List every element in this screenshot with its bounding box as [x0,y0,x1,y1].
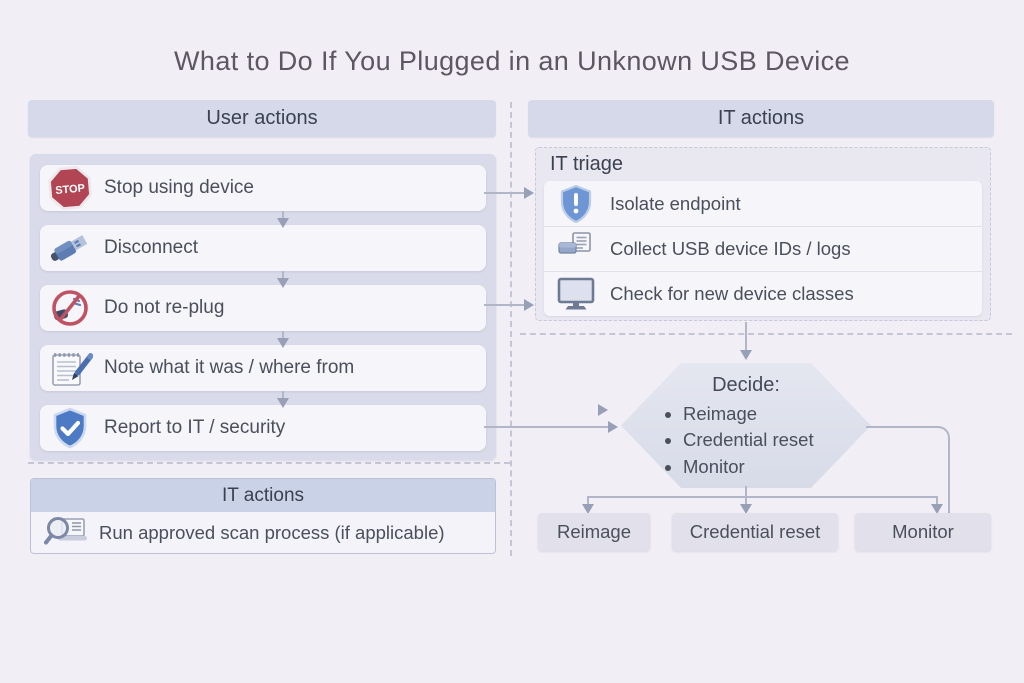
step-do-not-replug: Do not re-plug [40,285,486,331]
decision-branch-line [587,496,937,498]
usb-plug-icon [46,225,94,271]
step-label: Report to IT / security [104,417,286,438]
step-stop-using-device: STOP Stop using device [40,165,486,211]
no-replug-icon [46,285,94,331]
it-triage-panel: IT triage Isolate endpoint [535,147,991,321]
flow-arrow-line [282,331,284,339]
magnifier-document-icon [43,513,89,553]
step-disconnect: Disconnect [40,225,486,271]
connector-replug-to-triage [484,304,526,306]
triage-collect-logs: Collect USB device IDs / logs [544,226,982,271]
connector-decision-to-monitor [866,426,950,514]
decision-option: Credential reset [683,427,871,453]
user-area-divider [28,462,510,464]
arrow-down-icon [277,398,289,408]
printer-icon [554,229,598,269]
page-title: What to Do If You Plugged in an Unknown … [174,46,850,76]
branch-line-monitor [936,496,938,505]
triage-label: Isolate endpoint [610,192,741,214]
monitor-icon [554,274,598,314]
triage-check-device-classes: Check for new device classes [544,271,982,316]
triage-label: Collect USB device IDs / logs [610,238,851,259]
left-it-actions-header-label: IT actions [221,484,305,506]
shield-check-icon [46,405,94,451]
outcome-label: Monitor [892,521,954,542]
triage-label: Check for new device classes [610,283,854,304]
user-actions-header: User actions [28,100,496,137]
connector-report-to-decision [484,426,610,428]
arrow-down-icon [582,504,594,514]
triage-isolate-endpoint: Isolate endpoint [544,181,982,226]
arrow-down-icon [740,504,752,514]
arrow-right-icon [524,187,534,199]
arrow-down-icon [740,350,752,360]
outcome-monitor: Monitor [855,513,991,551]
left-it-actions-box: IT actions Run approved scan process (if… [30,478,496,554]
shield-exclamation-icon [554,184,598,224]
step-run-approved-scan: Run approved scan process (if applicable… [31,512,495,553]
it-triage-rows: Isolate endpoint Collect USB device IDs … [544,181,982,316]
decision-hexagon: Decide: Reimage Credential reset Monitor [621,363,871,488]
flow-arrow-line [282,211,284,219]
it-actions-header: IT actions [528,100,994,137]
step-label: Disconnect [104,237,198,258]
user-actions-header-label: User actions [206,107,318,129]
it-area-divider [520,333,1012,335]
arrow-down-icon [277,338,289,348]
outcome-reimage: Reimage [538,513,650,551]
step-label: Stop using device [104,177,254,198]
flow-arrow-line [282,271,284,279]
arrow-right-icon [608,421,618,433]
it-triage-header: IT triage [550,153,623,175]
branch-line-credreset [745,496,747,505]
arrow-right-icon [598,404,608,416]
step-report-to-it: Report to IT / security [40,405,486,451]
decision-option: Reimage [683,401,871,427]
step-label: Run approved scan process (if applicable… [99,522,445,543]
decision-option: Monitor [683,454,871,480]
outcome-credential-reset: Credential reset [672,513,838,551]
decision-options: Reimage Credential reset Monitor [683,401,871,480]
outcome-label: Credential reset [689,521,821,542]
left-it-actions-header: IT actions [31,479,495,512]
user-actions-panel: STOP Stop using device Disconnect [30,154,496,460]
step-label: Do not re-plug [104,297,225,318]
arrow-right-icon [524,299,534,311]
decision-branch-stub [745,486,747,497]
flow-arrow-line [282,391,284,399]
connector-triage-to-decision [745,322,747,352]
branch-line-reimage [587,496,589,505]
step-label: Note what it was / where from [104,357,355,378]
arrow-down-icon [931,504,943,514]
arrow-down-icon [277,218,289,228]
column-divider [510,102,512,556]
connector-stop-to-triage [484,192,526,194]
arrow-down-icon [277,278,289,288]
it-actions-header-label: IT actions [717,107,805,129]
stop-sign-icon: STOP [46,165,94,211]
step-note-details: Note what it was / where from [40,345,486,391]
outcome-label: Reimage [556,521,632,542]
svg-text:STOP: STOP [55,182,86,197]
decision-title: Decide: [712,374,780,396]
notepad-pen-icon [46,345,94,391]
